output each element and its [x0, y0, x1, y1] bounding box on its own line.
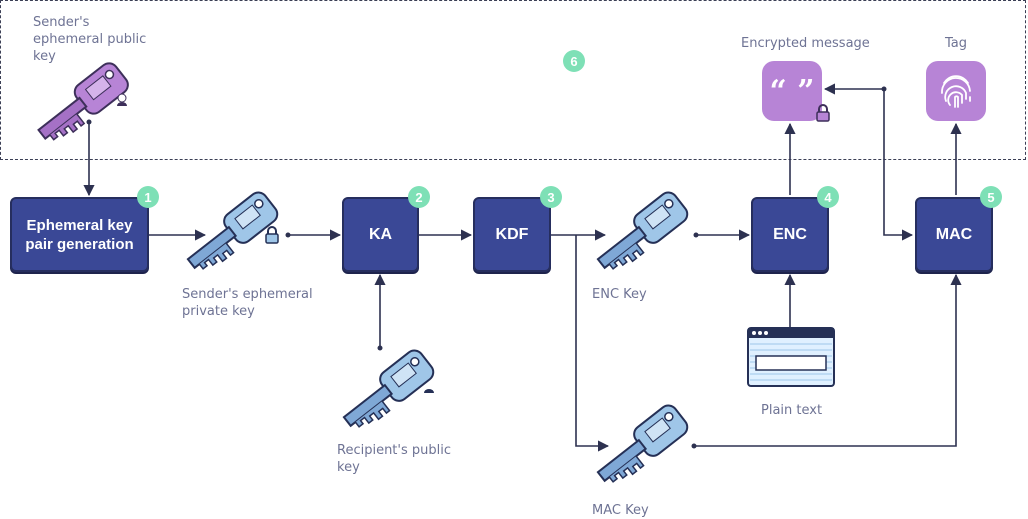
arrow-kdf-to-mackey: [575, 235, 610, 452]
encrypted-message-tile: “ ”: [762, 61, 822, 121]
quote-icon: “ ”: [770, 74, 815, 109]
mac-key-icon: [596, 404, 689, 483]
fingerprint-icon: [941, 75, 971, 108]
kdf-box[interactable]: KDF: [473, 197, 551, 272]
step-badge-1: 1: [137, 186, 159, 208]
enc-key-icon: [596, 191, 689, 270]
step-badge-4: 4: [817, 186, 839, 208]
keygen-box[interactable]: Ephemeral key pair generation: [10, 197, 149, 272]
tag-label: Tag: [945, 36, 968, 51]
tag-tile: [926, 61, 986, 121]
region-badge-6: 6: [563, 50, 585, 72]
step-badge-5: 5: [980, 186, 1002, 208]
ephemeral-public-region: [0, 0, 1026, 160]
enc-box[interactable]: ENC: [751, 197, 829, 272]
svg-text:“ ”: “ ”: [770, 74, 815, 109]
sender-private-key-icon: [186, 191, 279, 270]
sender-public-key-label: Sender's ephemeral public key: [33, 15, 147, 64]
recipient-public-key-label: Recipient's public key: [337, 443, 451, 475]
sender-public-key-icon: [37, 62, 129, 141]
lock-icon: [265, 226, 279, 244]
step-badge-3: 3: [540, 186, 562, 208]
arrow-mackey-to-mac: [694, 273, 962, 447]
step-badge-2: 2: [408, 186, 430, 208]
plain-text-label: Plain text: [761, 403, 823, 418]
recipient-public-key-icon: [342, 349, 435, 428]
plain-text-icon: [747, 327, 835, 387]
mac-box[interactable]: MAC: [915, 197, 993, 272]
sender-private-key-label: Sender's ephemeral private key: [182, 287, 313, 319]
enc-key-label: ENC Key: [592, 287, 647, 302]
encrypted-message-label: Encrypted message: [741, 36, 870, 51]
encrypted-lock-icon: [816, 104, 830, 122]
arrow-encrypted-to-mac: [883, 89, 914, 241]
mac-key-label: MAC Key: [592, 503, 649, 518]
ka-box[interactable]: KA: [342, 197, 419, 272]
